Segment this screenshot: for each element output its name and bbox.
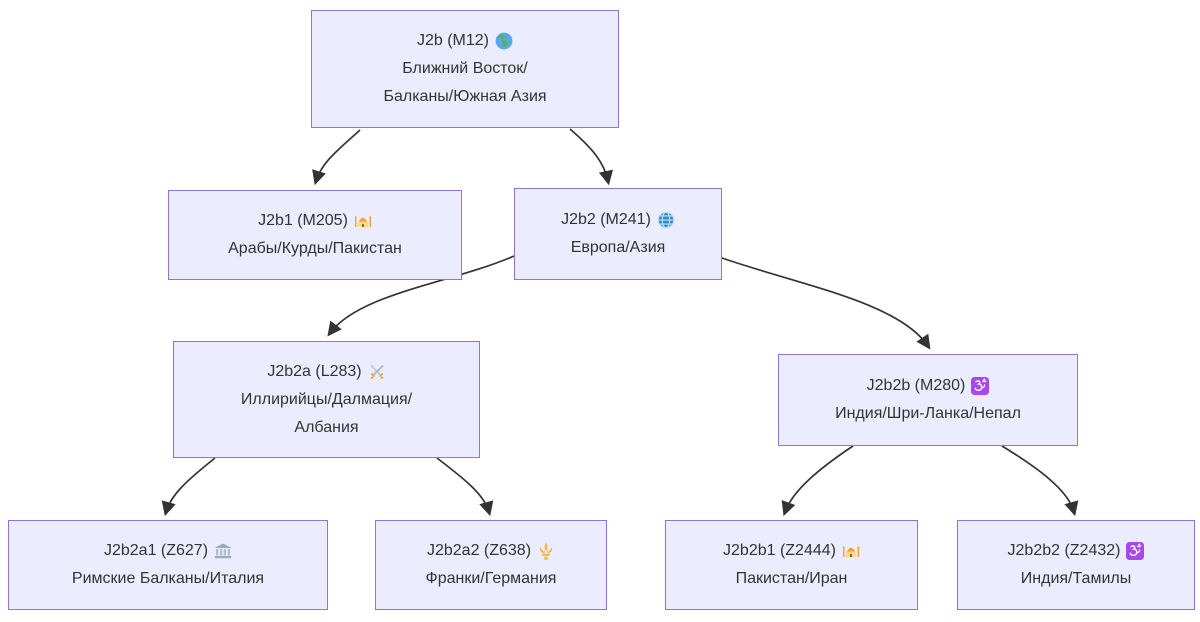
node-j2b2a1: J2b2a1 (Z627) Римские Балканы/Италия [8, 520, 328, 610]
node-title: J2b (M12) [416, 32, 490, 49]
classical-building-icon [214, 542, 232, 560]
node-title: J2b2b1 (Z2444) [723, 542, 836, 559]
node-region: Индия/Шри-Ланка/Непал [835, 405, 1021, 422]
node-j2b2b: J2b2b (M280) Индия/Шри-Ланка/Непал [778, 354, 1078, 446]
node-j2b2b1: J2b2b1 (Z2444) Пакистан/Иран [665, 520, 918, 610]
om-symbol-icon [971, 377, 990, 395]
node-title: J2b2b (M280) [866, 377, 966, 394]
node-j2b2: J2b2 (M241) Европа/Азия [514, 188, 722, 280]
node-title: J2b1 (M205) [258, 212, 348, 229]
mosque-icon [354, 212, 372, 230]
node-region: Европа/Азия [570, 239, 666, 256]
node-title: J2b2b2 (Z2432) [1007, 542, 1121, 559]
node-region: Балканы/Южная Азия [383, 88, 547, 105]
globe-meridians-icon [657, 211, 675, 229]
node-title: J2b2 (M241) [561, 211, 651, 228]
edge-j2b2b-to-j2b2b2 [1001, 445, 1079, 517]
fleur-de-lis-icon [537, 542, 555, 560]
node-title: J2b2a (L283) [267, 362, 362, 380]
mosque-icon [842, 542, 860, 560]
edge-j2b-to-j2b1 [312, 129, 361, 186]
crossed-swords-icon [368, 363, 386, 381]
edge-j2b2a-to-j2b2a1 [161, 457, 216, 517]
node-region: Индия/Тамилы [1020, 570, 1132, 587]
node-j2b1: J2b1 (M205) Арабы/Курды/Пакистан [168, 190, 462, 280]
edge-j2b2-to-j2b2b [721, 257, 931, 350]
node-title: J2b2a1 (Z627) [103, 542, 209, 559]
node-title: J2b2a2 (Z638) [426, 542, 532, 559]
edge-j2b2a-to-j2b2a2 [436, 457, 494, 517]
globe-europe-africa-icon [495, 32, 513, 50]
edge-j2b2b-to-j2b2b1 [781, 445, 854, 517]
node-region: Иллирийцы/Далмация/ [240, 390, 413, 408]
om-symbol-icon [1126, 542, 1145, 560]
node-region: Римские Балканы/Италия [71, 570, 265, 587]
node-region: Пакистан/Иран [735, 570, 848, 587]
node-j2b: J2b (M12) Ближний Восток/ Балканы/Южная … [311, 10, 619, 128]
node-region: Ближний Восток/ [402, 60, 528, 77]
node-j2b2a: J2b2a (L283) Иллирийцы/Далмация/ Албания [173, 341, 480, 458]
node-j2b2a2: J2b2a2 (Z638) Франки/Германия [375, 520, 607, 610]
node-region: Арабы/Курды/Пакистан [228, 240, 402, 257]
edge-j2b-to-j2b2 [569, 128, 613, 186]
node-region: Албания [294, 418, 359, 436]
node-j2b2b2: J2b2b2 (Z2432) Индия/Тамилы [957, 520, 1195, 610]
node-region: Франки/Германия [425, 570, 557, 587]
